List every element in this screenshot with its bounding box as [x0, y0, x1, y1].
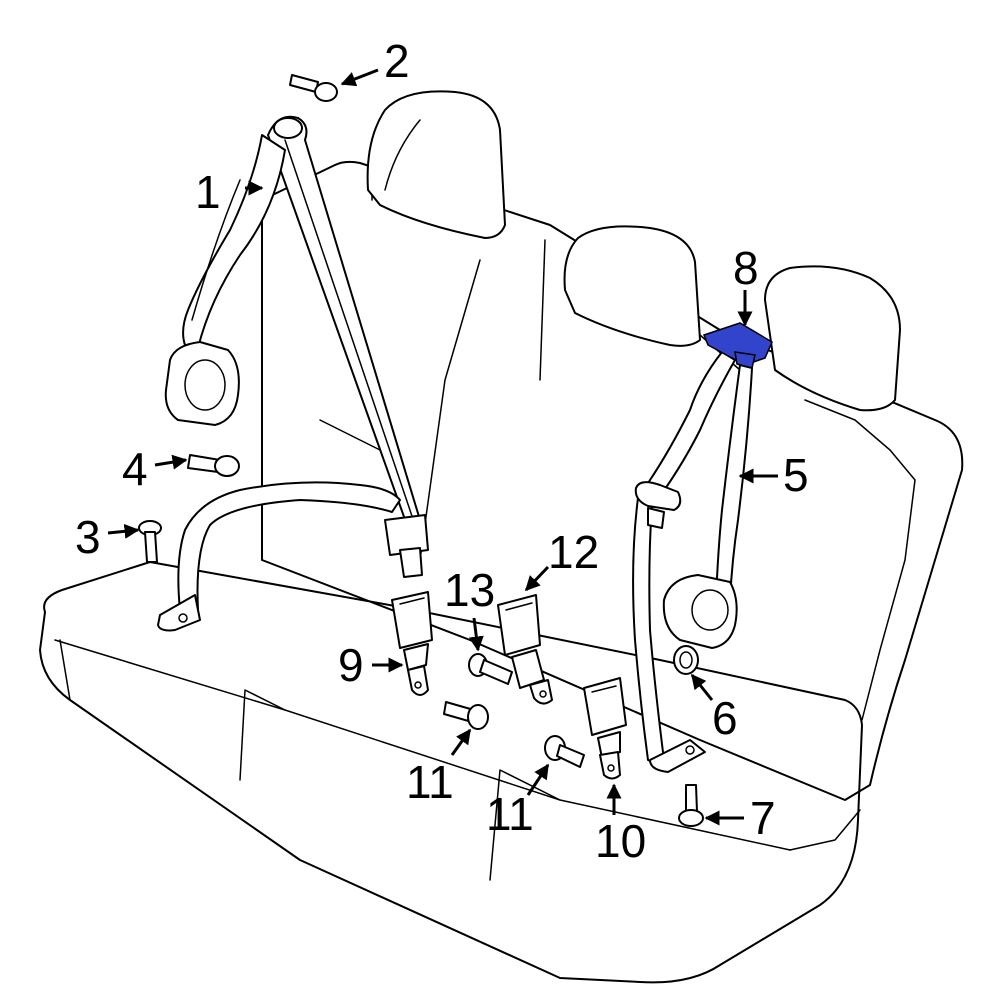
headrest-left	[366, 90, 506, 239]
anchor-plate	[273, 117, 303, 139]
callout-arrows	[107, 68, 778, 826]
callout-4: 4	[122, 443, 148, 495]
bolt-3	[138, 520, 162, 563]
callout-13: 13	[444, 564, 495, 616]
callout-2: 2	[384, 35, 410, 87]
right-belt-assembly	[632, 351, 753, 773]
retractor-right	[662, 574, 738, 649]
callout-labels: 1 2 3 4 5 6 7 8 9 10 11 11 12 13	[75, 35, 809, 867]
seat-back	[261, 160, 964, 801]
buckle-9	[391, 591, 433, 696]
tongue-left	[399, 547, 423, 578]
bolt-7	[678, 784, 704, 827]
callout-3: 3	[75, 511, 101, 563]
rear-seat	[39, 90, 964, 984]
buckle-10	[583, 677, 627, 780]
callout-9: 9	[338, 639, 364, 691]
callout-8: 8	[733, 242, 759, 294]
bolt-4	[187, 454, 240, 477]
callout-1: 1	[195, 166, 221, 218]
callout-11b: 11	[486, 788, 534, 840]
headrest-center	[563, 225, 701, 347]
retractor-left	[164, 341, 240, 426]
buckle-12	[497, 594, 553, 705]
callout-12: 12	[548, 526, 599, 578]
callout-7: 7	[750, 792, 776, 844]
callout-11a: 11	[406, 756, 454, 808]
cap-6	[673, 645, 699, 675]
callout-6: 6	[712, 692, 738, 744]
headrest-right	[764, 265, 901, 412]
bolt-11a	[443, 701, 489, 730]
bolt-2	[289, 74, 338, 102]
callout-5: 5	[783, 449, 809, 501]
callout-10: 10	[595, 815, 646, 867]
bolt-13	[468, 653, 513, 685]
bolt-11b	[544, 735, 585, 768]
